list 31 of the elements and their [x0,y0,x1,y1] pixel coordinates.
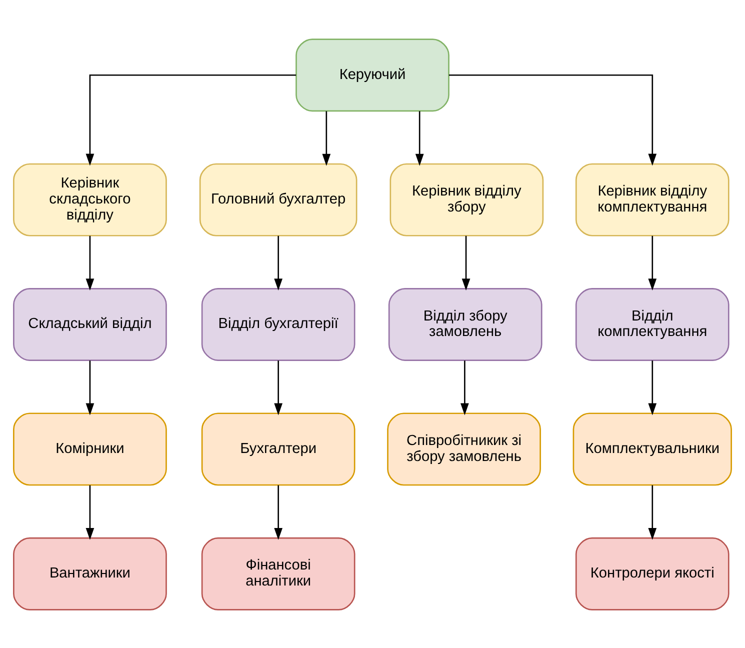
node-box: Відділ збору замовлень [388,288,542,360]
arrow [462,235,470,290]
arrow [648,235,657,290]
arrow [648,484,657,540]
arrow [322,110,331,166]
arrow [86,74,296,166]
node-box: Складський відділ [13,288,167,360]
node-box: Керуючий [296,38,450,112]
node-box: Співробітникик зі збору замовлень [387,412,541,486]
node-box: Керівник складського відділу [13,162,167,236]
node-box: Головний бухгалтер [199,162,358,236]
node-box: Керівник відділу комплектування [575,162,730,236]
arrow [86,484,94,540]
node-box: Контролери якості [575,536,730,610]
node-box: Комплектувальники [572,412,732,486]
arrow [415,110,424,166]
arrow [648,360,657,415]
arrow [448,74,657,166]
node-box: Бухгалтери [201,412,356,486]
node-box: Відділ комплектування [575,288,730,360]
arrow [460,360,469,415]
node-box: Керівник відділу збору [390,162,544,236]
node-box: Відділ бухгалтерії [201,288,356,360]
node-box: Вантажники [13,536,167,610]
arrow [274,484,282,540]
node-box: Комірники [13,412,167,486]
arrow [86,235,94,290]
arrow [274,360,282,415]
arrow [274,235,282,290]
node-box: Фінансові аналітики [201,536,356,610]
arrow [86,360,94,415]
